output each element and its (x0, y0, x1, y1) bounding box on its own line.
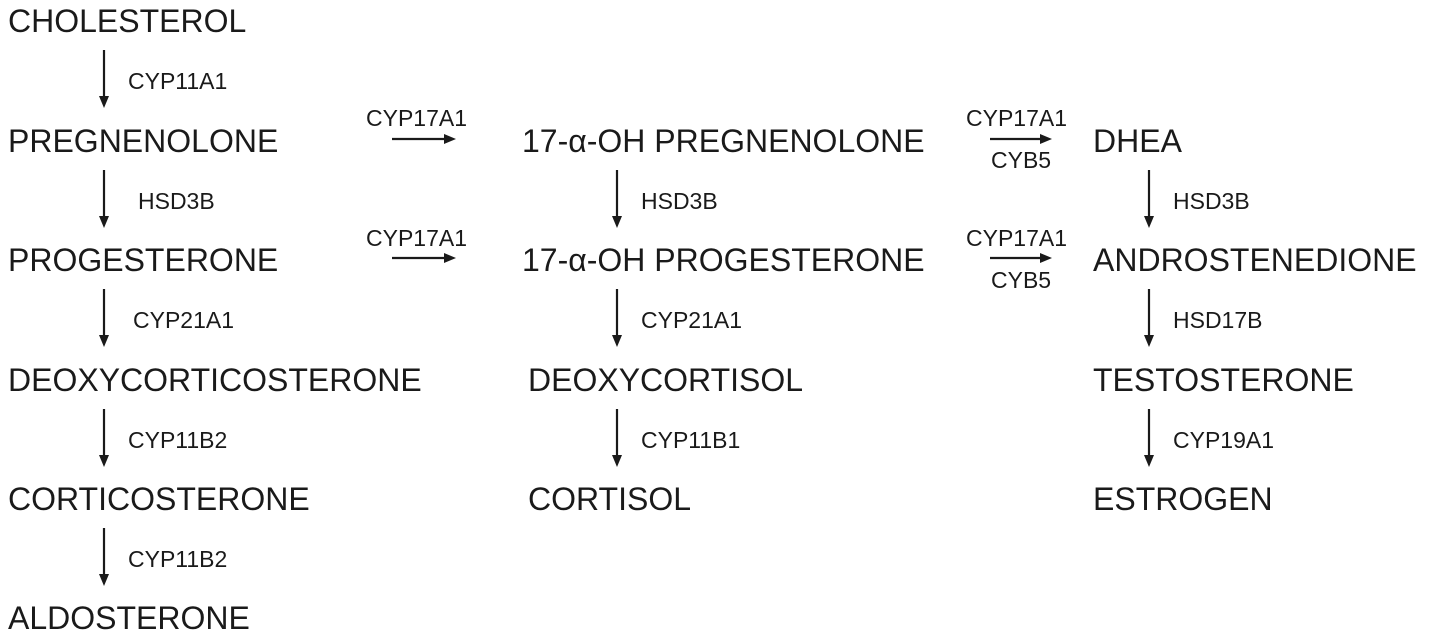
compound-testosterone: TESTOSTERONE (1093, 362, 1354, 398)
arrow-pregnenolone-to-17-oh-pregnenolone (392, 134, 456, 144)
enzyme-cyp11b1-label: CYP11B1 (641, 427, 740, 453)
enzyme-hsd3b-label: HSD3B (1173, 188, 1250, 214)
compound-corticosterone: CORTICOSTERONE (8, 481, 310, 517)
arrow-17-oh-progesterone-to-androstenedione (990, 253, 1052, 263)
arrow-dhea-to-androstenedione (1144, 170, 1154, 228)
arrow-testosterone-to-estrogen (1144, 409, 1154, 467)
arrow-progesterone-to-17-oh-progesterone (392, 253, 456, 263)
arrow-17-oh-progesterone-to-deoxycortisol (612, 289, 622, 347)
arrow-deoxycortisol-to-cortisol (612, 409, 622, 467)
arrow-androstenedione-to-testosterone (1144, 289, 1154, 347)
arrow-17-oh-pregnenolone-to-dhea (990, 134, 1052, 144)
compound-androstenedione: ANDROSTENEDIONE (1093, 242, 1417, 278)
arrow-progesterone-to-deoxycorticosterone (99, 289, 109, 347)
arrow-deoxycorticosterone-to-corticosterone (99, 409, 109, 467)
enzyme-hsd17b-label: HSD17B (1173, 307, 1262, 333)
compound-dhea: DHEA (1093, 123, 1183, 159)
compound-estrogen: ESTROGEN (1093, 481, 1273, 517)
enzyme-cyp11b2-label: CYP11B2 (128, 427, 227, 453)
compound-pregnenolone: PREGNENOLONE (8, 123, 278, 159)
arrow-pregnenolone-to-progesterone (99, 170, 109, 228)
enzyme-cyp17a1-label: CYP17A1 (966, 105, 1067, 131)
arrow-17-oh-pregnenolone-to-17-oh-progesterone (612, 170, 622, 228)
enzyme-cyp17a1-label: CYP17A1 (366, 225, 467, 251)
compound-17-oh-progesterone: 17-α-OH PROGESTERONE (522, 242, 925, 278)
enzyme-cyb5-label: CYB5 (991, 267, 1051, 293)
compound-aldosterone: ALDOSTERONE (8, 600, 250, 636)
compound-17-oh-pregnenolone: 17-α-OH PREGNENOLONE (522, 123, 925, 159)
enzyme-cyp19a1-label: CYP19A1 (1173, 427, 1274, 453)
enzyme-cyp11a1-label: CYP11A1 (128, 68, 227, 94)
enzyme-cyp11b2-label: CYP11B2 (128, 546, 227, 572)
enzyme-cyp17a1-label: CYP17A1 (366, 105, 467, 131)
compound-cortisol: CORTISOL (528, 481, 691, 517)
compound-cholesterol: CHOLESTEROL (8, 3, 246, 39)
arrow-cholesterol-to-pregnenolone (99, 50, 109, 108)
compound-progesterone: PROGESTERONE (8, 242, 278, 278)
enzyme-hsd3b-label: HSD3B (641, 188, 718, 214)
enzyme-cyb5-label: CYB5 (991, 147, 1051, 173)
compound-deoxycorticosterone: DEOXYCORTICOSTERONE (8, 362, 422, 398)
arrow-corticosterone-to-aldosterone (99, 528, 109, 586)
enzyme-cyp21a1-label: CYP21A1 (641, 307, 742, 333)
compound-deoxycortisol: DEOXYCORTISOL (528, 362, 803, 398)
enzyme-hsd3b-label: HSD3B (138, 188, 215, 214)
enzyme-cyp21a1-label: CYP21A1 (133, 307, 234, 333)
enzyme-cyp17a1-label: CYP17A1 (966, 225, 1067, 251)
